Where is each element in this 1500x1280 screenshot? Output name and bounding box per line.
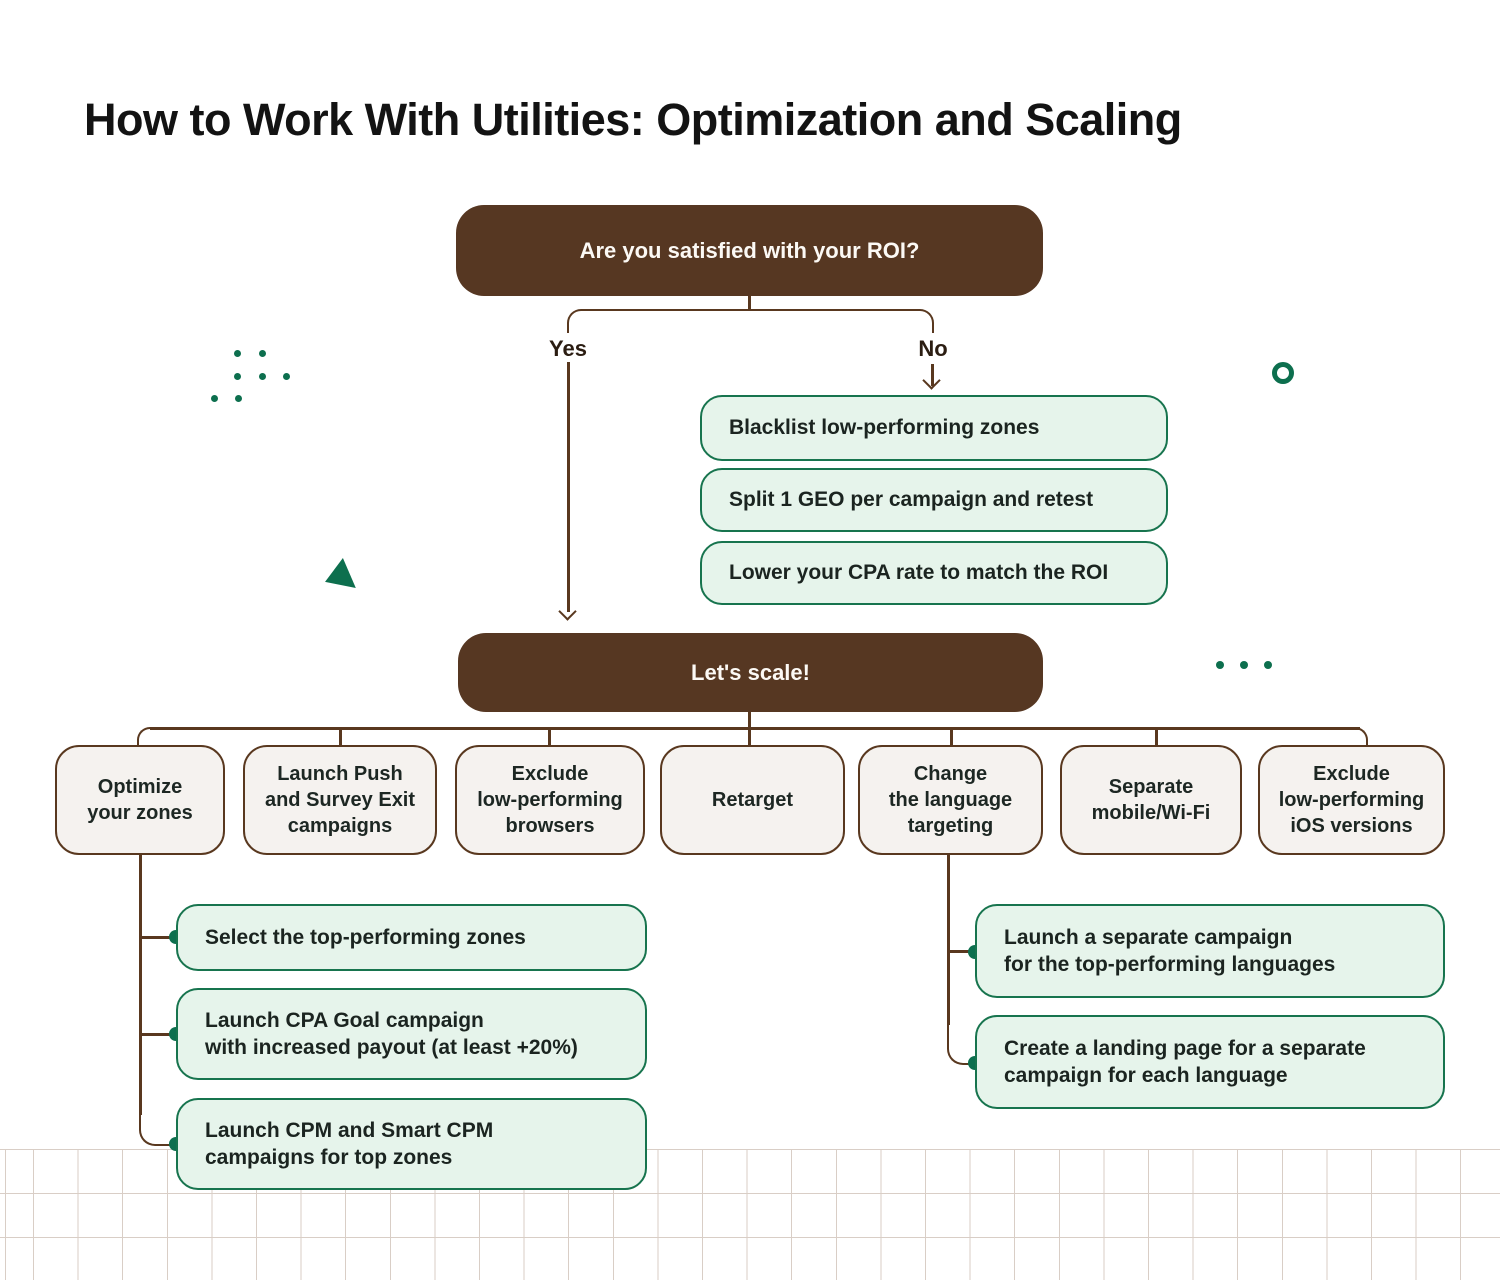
dot-icon <box>259 350 266 357</box>
dot-icon <box>234 373 241 380</box>
language-action-landing-page: Create a landing page for a separate cam… <box>975 1015 1445 1109</box>
connector-language-elbow <box>947 1020 977 1065</box>
connector-optimize-elbow <box>139 1110 177 1146</box>
strategy-exclude-ios: Exclude low-performing iOS versions <box>1258 745 1445 855</box>
connector-language-vline <box>947 855 950 1025</box>
strategy-push-survey-exit: Launch Push and Survey Exit campaigns <box>243 745 437 855</box>
language-action-separate-campaign: Launch a separate campaign for the top-p… <box>975 904 1445 998</box>
strategy-language-targeting: Change the language targeting <box>858 745 1043 855</box>
page-title: How to Work With Utilities: Optimization… <box>84 94 1182 145</box>
ring-decoration <box>1272 362 1294 384</box>
dot-icon <box>1240 661 1248 669</box>
connector-language-tee <box>949 950 977 953</box>
dot-icon <box>235 395 242 402</box>
optimize-action-cpm: Launch CPM and Smart CPM campaigns for t… <box>176 1098 647 1190</box>
optimize-action-select-zones: Select the top-performing zones <box>176 904 647 971</box>
no-action-lower-cpa: Lower your CPA rate to match the ROI <box>700 541 1168 605</box>
connector-stub <box>548 728 551 745</box>
connector-roi-stem <box>748 296 751 310</box>
strategy-separate-mobile-wifi: Separate mobile/Wi-Fi <box>1060 745 1242 855</box>
decision-node-roi: Are you satisfied with your ROI? <box>456 205 1043 296</box>
connector-stub <box>950 728 953 745</box>
strategy-optimize-zones: Optimize your zones <box>55 745 225 855</box>
optimize-action-cpa-goal: Launch CPA Goal campaign with increased … <box>176 988 647 1080</box>
no-action-blacklist: Blacklist low-performing zones <box>700 395 1168 461</box>
connector-optimize-tee <box>141 1033 177 1036</box>
connector-stub <box>1155 728 1158 745</box>
dot-icon <box>234 350 241 357</box>
connector-branch-no <box>750 309 934 333</box>
connector-yes-line <box>567 362 570 612</box>
dot-icon <box>1264 661 1272 669</box>
connector-distributor <box>150 727 1360 730</box>
connector-optimize-tee <box>141 936 177 939</box>
no-action-split-geo: Split 1 GEO per campaign and retest <box>700 468 1168 532</box>
connector-optimize-vline <box>139 855 142 1115</box>
dot-icon <box>1216 661 1224 669</box>
connector-stub <box>339 728 342 745</box>
triangle-decoration <box>325 557 356 588</box>
strategy-retarget: Retarget <box>660 745 845 855</box>
connector-branch-yes <box>567 309 750 333</box>
connector-distributor-right-elbow <box>1338 727 1368 746</box>
arrow-down-icon <box>558 602 577 621</box>
dot-icon <box>283 373 290 380</box>
connector-no-line <box>931 364 934 386</box>
branch-label-yes: Yes <box>549 336 587 361</box>
dot-icon <box>211 395 218 402</box>
connector-distributor-left-elbow <box>137 727 167 746</box>
scale-node: Let's scale! <box>458 633 1043 712</box>
dot-icon <box>259 373 266 380</box>
strategy-exclude-browsers: Exclude low-performing browsers <box>455 745 645 855</box>
branch-label-no: No <box>918 336 948 361</box>
arrow-down-icon <box>922 371 941 390</box>
